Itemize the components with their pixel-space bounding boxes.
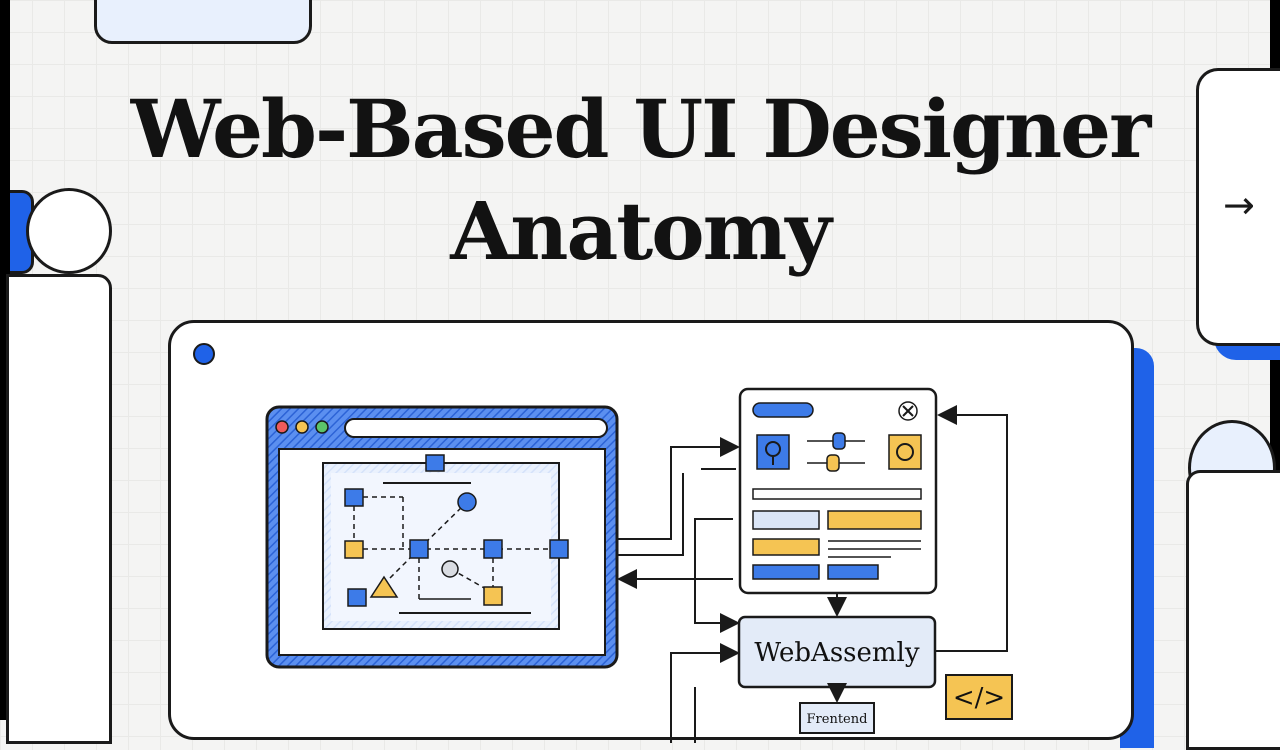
frontend-box: Frentend xyxy=(799,702,875,734)
node-circle-icon xyxy=(457,492,477,512)
node-square-icon xyxy=(347,588,367,607)
node-square-icon xyxy=(344,540,364,559)
property-panel xyxy=(738,387,938,595)
slider-icon xyxy=(807,432,865,472)
page-title: Web-Based UI Designer Anatomy xyxy=(0,78,1280,282)
browser-window xyxy=(265,405,619,669)
flow-arrows xyxy=(617,405,1008,743)
left-tall-card xyxy=(6,274,112,744)
architecture-diagram: WebAssemly Frentend </> xyxy=(265,387,1013,743)
runtime-box: WebAssemly xyxy=(737,615,937,689)
minimize-dot-icon xyxy=(295,420,309,434)
arrow-right-icon: → xyxy=(1223,183,1255,227)
node-square-icon xyxy=(483,586,503,606)
runtime-label: WebAssemly xyxy=(754,638,919,668)
code-icon: </> xyxy=(945,674,1013,720)
close-icon xyxy=(898,401,918,421)
title-line-1: Web-Based UI Designer xyxy=(130,82,1151,176)
node-square-icon xyxy=(483,539,503,559)
diagram-card: WebAssemly Frentend </> xyxy=(168,320,1134,743)
node-square-icon xyxy=(549,539,569,559)
top-left-deco-card xyxy=(94,0,312,44)
address-bar xyxy=(344,418,608,438)
refresh-icon xyxy=(888,434,922,470)
svg-text:</>: </> xyxy=(953,683,1005,713)
node-square-icon xyxy=(409,539,429,559)
next-slide-button[interactable]: → xyxy=(1196,68,1280,346)
left-circle-deco xyxy=(26,188,112,274)
left-edge-bar xyxy=(0,0,10,720)
right-bottom-card xyxy=(1186,470,1280,750)
maximize-dot-icon xyxy=(315,420,329,434)
title-line-2: Anatomy xyxy=(450,184,832,278)
close-dot-icon xyxy=(275,420,289,434)
node-square-icon xyxy=(425,454,445,472)
node-circle-icon xyxy=(441,560,459,578)
node-square-icon xyxy=(344,488,364,507)
right-edge-bar xyxy=(1270,0,1280,720)
node-triangle-icon xyxy=(369,575,399,598)
card-dot-icon xyxy=(193,343,215,365)
